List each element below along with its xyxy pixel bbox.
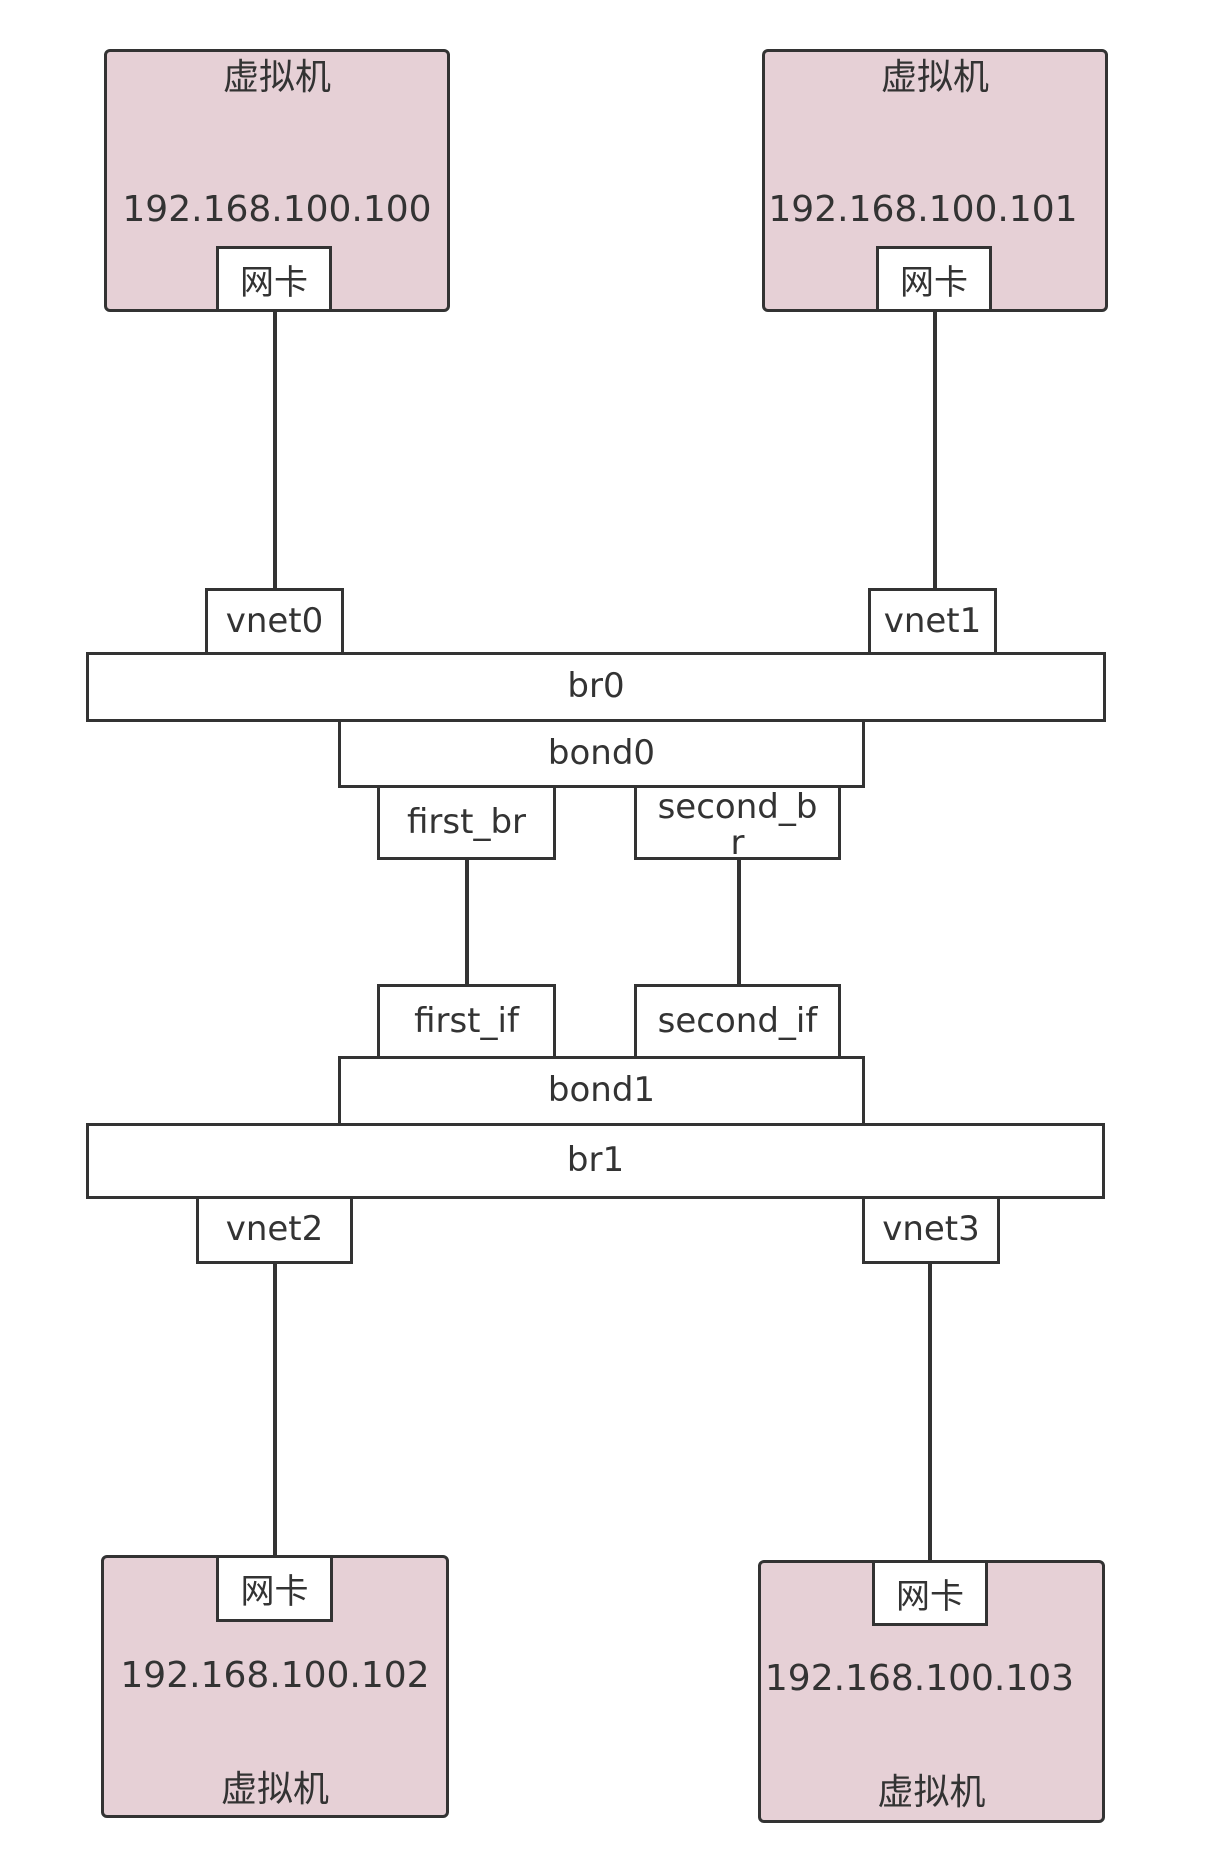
link-vnet3-vm3 bbox=[928, 1262, 932, 1562]
vm-ip: 192.168.100.100 bbox=[122, 189, 432, 230]
vm-ip: 192.168.100.101 bbox=[768, 189, 1078, 230]
br1-bridge: br1 bbox=[86, 1123, 1105, 1199]
first-if-port: first_if bbox=[377, 984, 556, 1059]
vnet0-port: vnet0 bbox=[205, 588, 344, 655]
vm-title: 虚拟机 bbox=[877, 1772, 986, 1813]
nic-box-101: 网卡 bbox=[876, 246, 992, 312]
second-br-port: second_br bbox=[634, 785, 841, 861]
vnet3-port: vnet3 bbox=[862, 1196, 1000, 1264]
nic-box-102: 网卡 bbox=[216, 1555, 333, 1622]
link-secondbr-secondif bbox=[737, 858, 741, 988]
bond1-bond: bond1 bbox=[338, 1056, 865, 1126]
nic-box-100: 网卡 bbox=[216, 246, 332, 312]
vm-ip: 192.168.100.103 bbox=[764, 1658, 1075, 1699]
vnet1-port: vnet1 bbox=[868, 588, 997, 655]
first-br-port: first_br bbox=[377, 785, 556, 860]
br0-bridge: br0 bbox=[86, 652, 1106, 722]
link-vm0-vnet0 bbox=[273, 310, 277, 590]
vm-ip: 192.168.100.102 bbox=[120, 1655, 430, 1696]
link-vm1-vnet1 bbox=[933, 310, 937, 590]
link-firstbr-firstif bbox=[465, 858, 469, 988]
vm-title: 虚拟机 bbox=[220, 1769, 329, 1810]
vm-title: 虚拟机 bbox=[880, 57, 989, 98]
second-if-port: second_if bbox=[634, 984, 841, 1059]
bond0-bond: bond0 bbox=[338, 719, 865, 788]
vm-title: 虚拟机 bbox=[222, 57, 331, 98]
vnet2-port: vnet2 bbox=[196, 1196, 353, 1264]
nic-box-103: 网卡 bbox=[872, 1560, 988, 1626]
link-vnet2-vm2 bbox=[273, 1262, 277, 1557]
